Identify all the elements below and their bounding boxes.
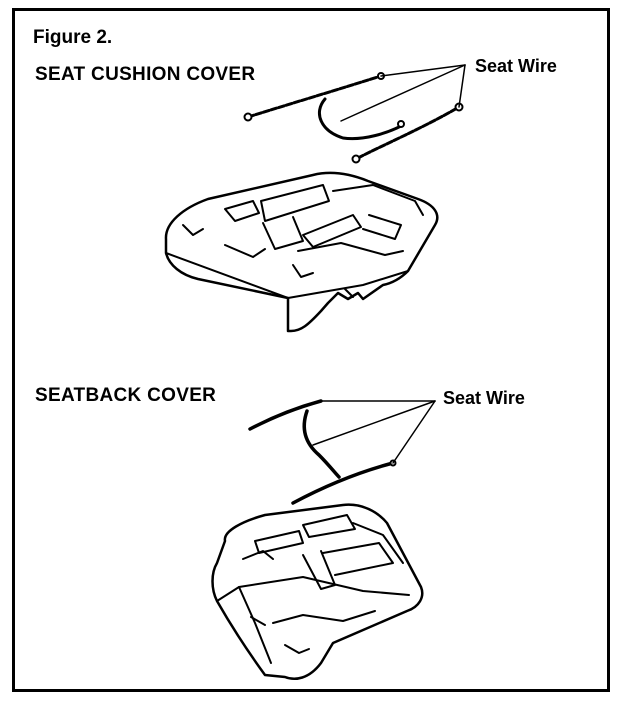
seat-cushion-pad: [164, 171, 439, 333]
seatback-heading: SEATBACK COVER: [35, 385, 217, 406]
seatback-wire-group: [248, 399, 397, 505]
seatback-leader-lines: [312, 400, 436, 464]
diagram-artwork: [164, 64, 466, 680]
seat-cushion-wire: [246, 74, 383, 119]
seatback-wire: [291, 461, 395, 505]
wire-end-loop: [243, 112, 253, 122]
seat-cushion-wire-group: [243, 72, 464, 164]
seat-cushion-leader-lines: [340, 64, 466, 122]
wire-end-loop: [351, 154, 361, 164]
seatback-wire: [248, 399, 323, 431]
figure-title: Figure 2.: [33, 27, 113, 48]
seat-cushion-wire: [318, 97, 405, 141]
seatback-pad: [211, 503, 424, 680]
seatback-wire-callout: Seat Wire: [443, 388, 525, 408]
seatback-wire: [302, 409, 341, 479]
wire-end-loop: [397, 120, 405, 128]
figure-border: Figure 2. SEAT CUSHION COVER Seat Wire S…: [12, 8, 610, 692]
seat-cushion-heading: SEAT CUSHION COVER: [35, 64, 256, 85]
seat-cushion-wire: [356, 105, 461, 160]
seat-cushion-wire-callout: Seat Wire: [475, 56, 557, 76]
